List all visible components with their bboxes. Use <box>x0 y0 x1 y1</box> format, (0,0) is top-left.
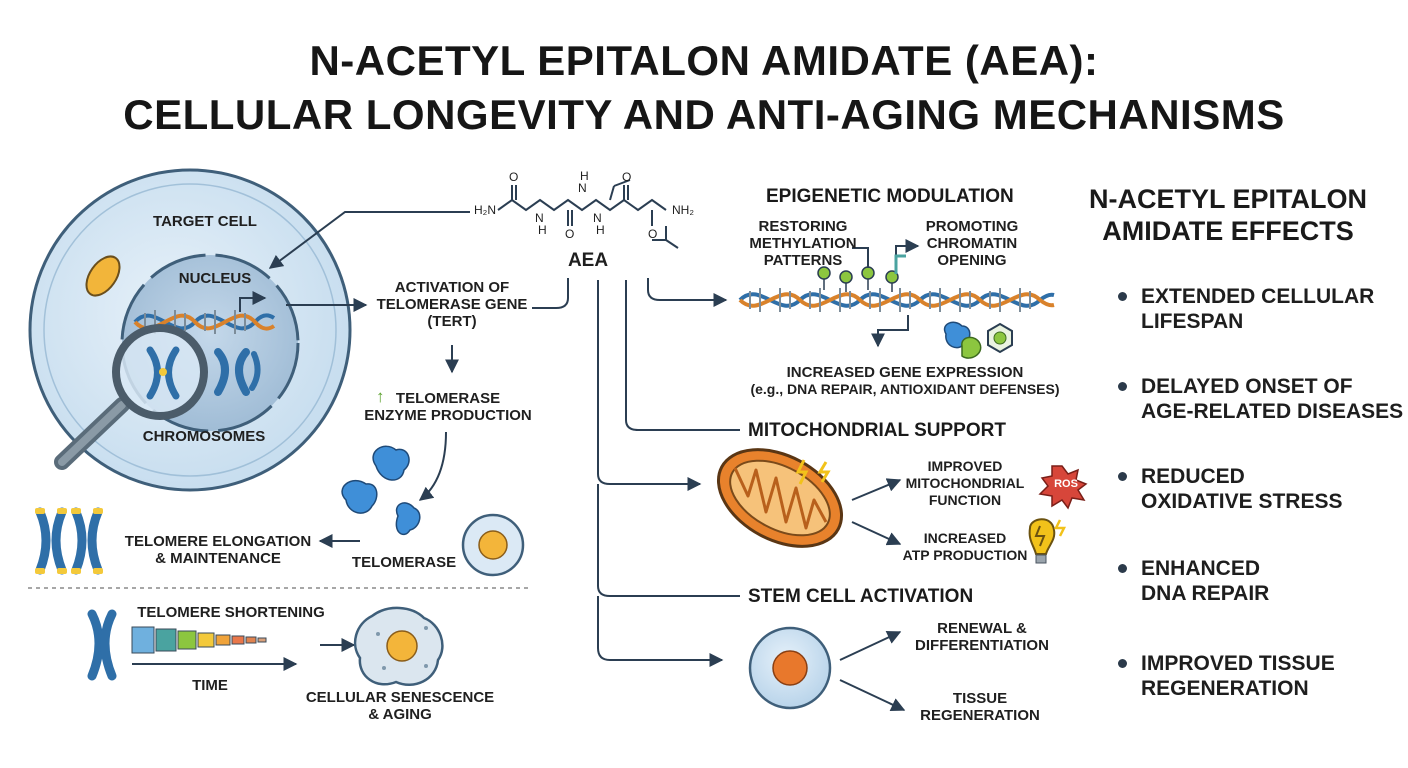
chromosome-icon <box>35 507 103 575</box>
mito-heading: MITOCHONDRIAL SUPPORT <box>748 420 1006 441</box>
time-label: TIME <box>192 677 228 694</box>
atom-label: H <box>580 169 589 183</box>
senescent-cell-icon <box>353 606 444 686</box>
effect-item: DELAYED ONSET OF AGE-RELATED DISEASES <box>1118 374 1403 424</box>
atom-label: O <box>648 227 657 241</box>
epigenetic-heading: EPIGENETIC MODULATION <box>766 186 1014 207</box>
mitochondrion-icon <box>716 448 844 548</box>
atom-label: O <box>622 170 631 184</box>
bullet-icon <box>1118 292 1127 301</box>
atom-label: O <box>565 227 574 241</box>
atom-label: H₂N <box>474 203 496 217</box>
ros-label: ROS <box>1054 478 1078 490</box>
stem-heading: STEM CELL ACTIVATION <box>748 586 974 607</box>
chromosomes-label: CHROMOSOMES <box>142 428 266 445</box>
aea-molecule-atoms: H₂N N H N H N H NH₂ O O O O <box>474 169 694 241</box>
atom-label: O <box>509 170 518 184</box>
telomerase-pathway-arrows <box>268 211 569 652</box>
telomerase-enzyme-icon <box>341 445 421 536</box>
atom-label: N <box>535 211 544 225</box>
protein-complex-icon <box>943 321 1013 359</box>
telomerase-production-label: TELOMERASE ENZYME PRODUCTION <box>364 390 532 424</box>
effect-text: EXTENDED CELLULAR LIFESPAN <box>1141 285 1375 333</box>
title-line-2: CELLULAR LONGEVITY AND ANTI-AGING MECHAN… <box>123 91 1285 138</box>
telomerase-activation-label: ACTIVATION OF TELOMERASE GENE (TERT) <box>376 279 528 330</box>
atp-label: INCREASED ATP PRODUCTION <box>902 530 1028 563</box>
stem-arrows <box>839 630 906 711</box>
up-arrow-icon: ↑ <box>376 387 385 406</box>
epigenetic-dna-icon <box>738 288 1055 312</box>
methyl-group-icons <box>817 266 899 292</box>
chromosome-icon <box>214 348 261 396</box>
chromatin-label: PROMOTING CHROMATIN OPENING <box>925 218 1019 269</box>
effect-item: ENHANCED DNA REPAIR <box>1118 556 1269 606</box>
aea-molecule-structure <box>497 179 679 249</box>
effect-item: EXTENDED CELLULAR LIFESPAN <box>1118 284 1374 334</box>
telomere-shortening-bars <box>131 626 267 654</box>
bullet-icon <box>1118 472 1127 481</box>
atom-label: N <box>593 211 602 225</box>
nucleus-dna-icon <box>133 291 276 334</box>
stem-cell-icon <box>748 626 832 710</box>
aea-label: AEA <box>567 250 609 271</box>
ros-burst-icon <box>1038 465 1088 510</box>
atom-label: H <box>538 223 547 237</box>
effect-item: IMPROVED TISSUE REGENERATION <box>1118 651 1335 701</box>
effect-item: REDUCED OXIDATIVE STRESS <box>1118 464 1342 514</box>
lightbulb-icon <box>1028 518 1067 564</box>
methylation-label: RESTORING METHYLATION PATTERNS <box>749 218 857 269</box>
mito-arrows <box>851 478 902 546</box>
gene-expression-detail: (e.g., DNA REPAIR, ANTIOXIDANT DEFENSES) <box>750 381 1060 397</box>
telomerase-label: TELOMERASE <box>351 554 457 571</box>
atom-label: N <box>578 181 587 195</box>
atom-label: H <box>596 223 605 237</box>
effect-text: DELAYED ONSET OF AGE-RELATED DISEASES <box>1141 375 1404 423</box>
effect-text: IMPROVED TISSUE REGENERATION <box>1141 652 1335 700</box>
title-line-1: N-ACETYL EPITALON AMIDATE (AEA): <box>309 37 1099 84</box>
tissue-regeneration-label: TISSUE REGENERATION <box>920 690 1040 724</box>
gene-expression-label: INCREASED GENE EXPRESSION <box>786 364 1024 381</box>
epigenetic-arrows <box>852 239 920 348</box>
nucleus-label: NUCLEUS <box>178 270 252 287</box>
bullet-icon <box>1118 382 1127 391</box>
cell-icon <box>461 513 525 577</box>
target-cell-label: TARGET CELL <box>153 213 257 230</box>
telomere-shortening-label: TELOMERE SHORTENING <box>137 604 325 621</box>
renewal-label: RENEWAL & DIFFERENTIATION <box>915 620 1049 654</box>
bullet-icon <box>1118 659 1127 668</box>
magnifier-icon <box>54 324 208 470</box>
mito-function-label: IMPROVED MITOCHONDRIAL FUNCTION <box>905 458 1025 508</box>
atom-label: NH₂ <box>672 203 694 217</box>
effect-text: REDUCED OXIDATIVE STRESS <box>1141 465 1343 513</box>
effects-title: N-ACETYL EPITALON AMIDATE EFFECTS <box>1088 184 1367 246</box>
chromosome-icon <box>87 609 117 681</box>
aea-branch-arrows <box>597 278 740 667</box>
effect-text: ENHANCED DNA REPAIR <box>1141 557 1270 605</box>
senescence-label: CELLULAR SENESCENCE & AGING <box>305 689 495 723</box>
telomere-elongation-label: TELOMERE ELONGATION & MAINTENANCE <box>124 533 312 567</box>
bullet-icon <box>1118 564 1127 573</box>
